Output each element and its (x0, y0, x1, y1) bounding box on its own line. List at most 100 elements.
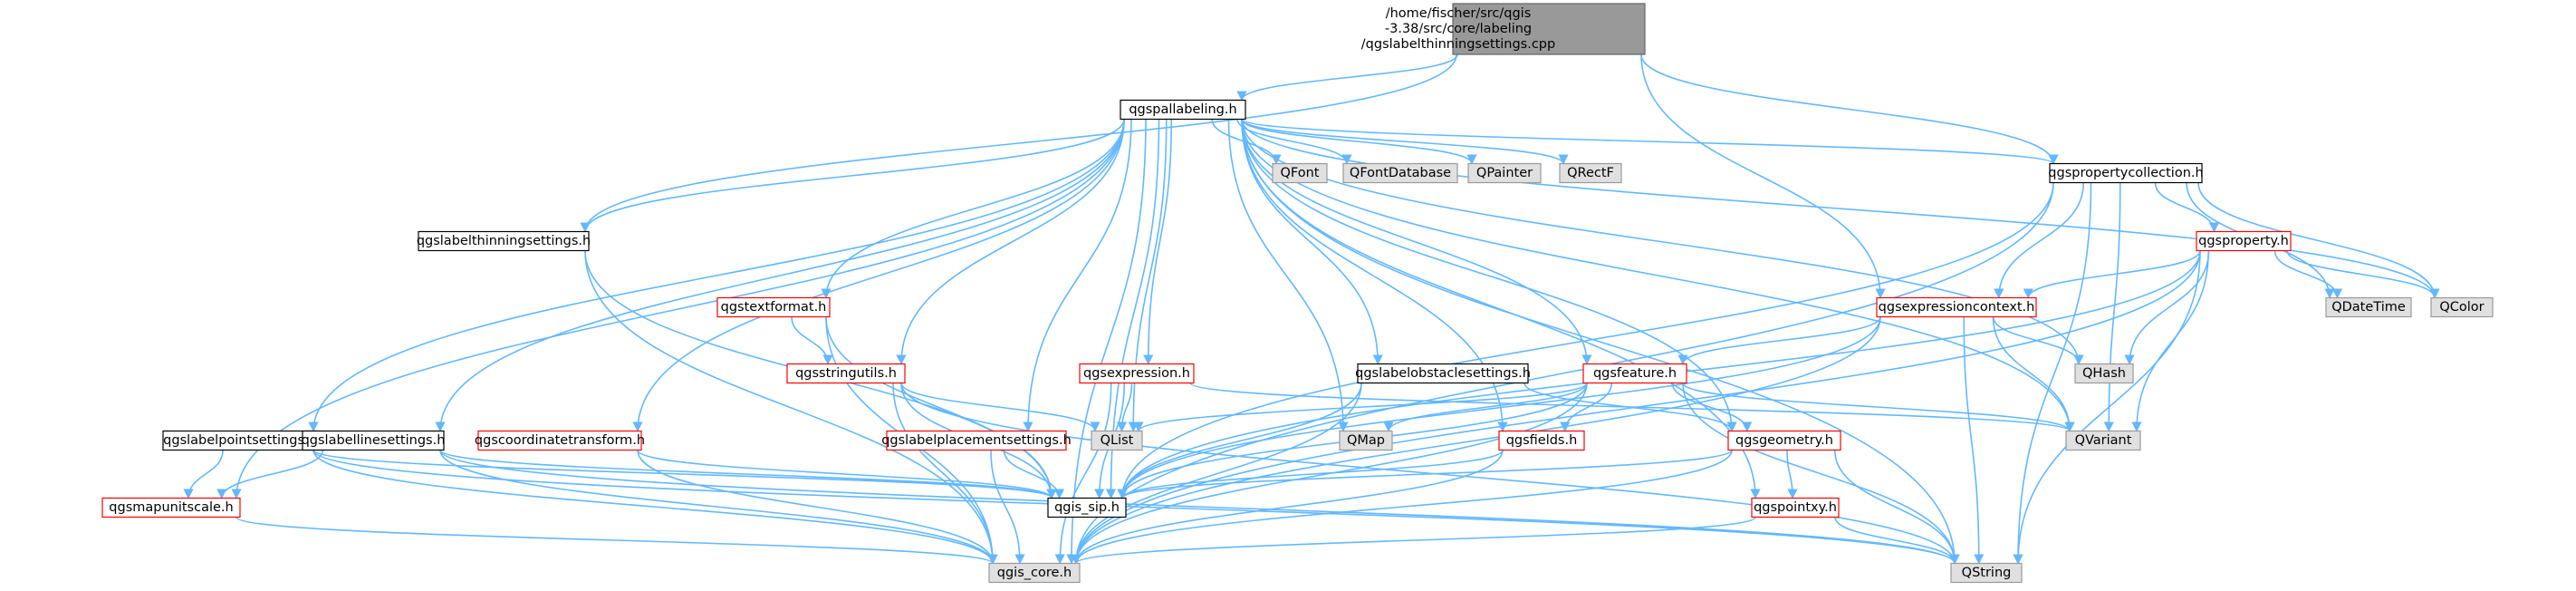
node-box-qgis_core (988, 562, 1081, 584)
node-box-qgslabelplacementsettings (886, 430, 1067, 451)
node-label-qgslabelthinningsettings: qgslabelthinningsettings.h (417, 234, 591, 248)
edge-root-to-qgspallabeling (1236, 53, 1458, 102)
edge-qgsstringutils-to-qgis_core (892, 383, 998, 565)
node-qgslabelobstaclesettings[interactable]: qgslabelobstaclesettings.h (1355, 363, 1531, 384)
node-QColor[interactable]: QColor (2430, 296, 2494, 318)
node-qgslabelplacementsettings[interactable]: qgslabelplacementsettings.h (881, 430, 1072, 451)
edge-qgspallabeling-to-qgscoordinatetransform (632, 119, 1125, 432)
node-box-qgsfields (1498, 430, 1585, 451)
edge-qgsgeometry-to-qgspointxy (1786, 450, 1798, 499)
node-qgsproperty[interactable]: qgsproperty.h (2196, 230, 2292, 252)
node-qgis_core[interactable]: qgis_core.h (988, 562, 1081, 584)
edge-qgslabelpointsettings-to-qgis_core (312, 450, 998, 565)
node-label-qgscoordinatetransform: qgscoordinatetransform.h (475, 433, 645, 448)
edge-qgsproperty-to-QColor (2286, 250, 2440, 299)
edge-qgspallabeling-to-qgslabelobstaclesettings (1241, 119, 1383, 365)
edge-qgsproperty-to-QString (2013, 250, 2201, 565)
node-QPainter[interactable]: QPainter (1467, 162, 1542, 184)
edge-qgsfeature-to-QString (1682, 383, 1960, 565)
node-box-qgsstringutils (786, 363, 906, 384)
edge-qgslabelplacementsettings-to-qgis_sip (1003, 450, 1065, 499)
node-qgscoordinatetransform[interactable]: qgscoordinatetransform.h (475, 430, 645, 451)
node-label-qgspropertycollection: qgspropertycollection.h (2048, 166, 2203, 180)
node-label-qgslabelobstaclesettings: qgslabelobstaclesettings.h (1355, 366, 1531, 381)
edge-qgspallabeling-to-qgsexpression (1143, 119, 1173, 365)
edge-qgspointxy-to-qgis_core (1071, 516, 1756, 565)
node-qgsgeometry[interactable]: qgsgeometry.h (1727, 430, 1841, 451)
nodes-layer: /home/fischer/src/qgis-3.38/src/core/lab… (101, 3, 2494, 584)
edge-qgsfeature-to-QVariant (1682, 383, 2075, 432)
node-qgslabellinesettings[interactable]: qgslabellinesettings.h (302, 430, 446, 451)
node-label-qgsfields: qgsfields.h (1506, 433, 1578, 448)
node-QVariant[interactable]: QVariant (2065, 430, 2141, 451)
edge-root-to-qgsexpressioncontext (1640, 53, 1886, 299)
node-box-qgsmapunitscale (101, 497, 241, 518)
node-box-QFont (1272, 162, 1328, 184)
node-label-qgsstringutils: qgsstringutils.h (795, 366, 897, 381)
node-qgstextformat[interactable]: qgstextformat.h (716, 296, 831, 318)
node-qgsfields[interactable]: qgsfields.h (1498, 430, 1585, 451)
node-QList[interactable]: QList (1091, 430, 1143, 451)
node-qgspallabeling[interactable]: qgspallabeling.h (1120, 99, 1246, 121)
edge-qgspallabeling-to-qgslabelthinningsettings (580, 119, 1125, 233)
edge-qgsexpression-to-qgis_core (1054, 383, 1112, 565)
edge-qgsgeometry-to-qgis_sip (1117, 449, 1733, 499)
node-root[interactable]: /home/fischer/src/qgis-3.38/src/core/lab… (1361, 3, 1646, 55)
edge-qgspallabeling-to-qgspropertycollection (1241, 118, 2059, 165)
node-box-QColor (2430, 296, 2494, 318)
node-qgspropertycollection[interactable]: qgspropertycollection.h (2048, 162, 2204, 184)
node-label-qgslabelpointsettings: qgslabelpointsettings.h (163, 433, 317, 448)
node-box-QFontDatabase (1342, 162, 1458, 184)
node-qgsstringutils[interactable]: qgsstringutils.h (786, 363, 906, 384)
edge-qgsexpressioncontext-to-qgis_sip (1117, 316, 1881, 499)
edge-qgsgeometry-to-QString (1833, 450, 1960, 565)
node-qgsexpressioncontext[interactable]: qgsexpressioncontext.h (1876, 296, 2037, 318)
node-label-qgslabelplacementsettings: qgslabelplacementsettings.h (881, 433, 1072, 448)
edge-qgscoordinatetransform-to-qgis_sip (637, 449, 1057, 499)
node-label-qgsfeature: qgsfeature.h (1593, 366, 1677, 381)
edge-qgspointxy-to-QString (1834, 517, 1960, 565)
node-label-root: -3.38/src/core/labeling (1385, 22, 1532, 36)
node-label-qgstextformat: qgstextformat.h (721, 300, 827, 315)
edge-qgsexpression-to-QList (1116, 383, 1133, 432)
node-qgis_sip[interactable]: qgis_sip.h (1047, 497, 1127, 518)
node-label-QVariant: QVariant (2075, 433, 2132, 448)
edge-qgsgeometry-to-qgis_core (1071, 450, 1733, 565)
edge-qgsfields-to-qgis_core (1071, 450, 1504, 565)
edge-qgsproperty-to-QDateTime (2273, 250, 2343, 299)
node-label-root: /home/fischer/src/qgis (1386, 6, 1532, 21)
node-box-qgspallabeling (1120, 99, 1246, 121)
node-box-qgsfeature (1582, 363, 1687, 384)
node-qgspointxy[interactable]: qgspointxy.h (1751, 497, 1840, 518)
node-label-qgsgeometry: qgsgeometry.h (1735, 433, 1833, 448)
node-qgsmapunitscale[interactable]: qgsmapunitscale.h (101, 497, 241, 518)
node-QHash[interactable]: QHash (2074, 363, 2134, 384)
node-label-qgspointxy: qgspointxy.h (1754, 500, 1837, 515)
edge-qgslabellinesettings-to-qgis_sip (439, 449, 1057, 499)
node-qgslabelthinningsettings[interactable]: qgslabelthinningsettings.h (417, 230, 591, 252)
edge-qgslabelpointsettings-to-qgis_sip (312, 449, 1057, 499)
edge-qgspallabeling-to-qgstextformat (821, 119, 1125, 299)
node-QRectF[interactable]: QRectF (1559, 162, 1622, 184)
node-label-QColor: QColor (2439, 300, 2484, 315)
node-label-qgsexpressioncontext: qgsexpressioncontext.h (1879, 300, 2035, 315)
edge-qgsstringutils-to-QString (900, 383, 1960, 565)
edge-qgspallabeling-to-qgslabelpointsettings (308, 119, 1125, 432)
node-box-qgis_sip (1047, 497, 1127, 518)
node-QString[interactable]: QString (1950, 562, 2023, 584)
node-box-QVariant (2065, 430, 2141, 451)
node-QFont[interactable]: QFont (1272, 162, 1328, 184)
node-box-QRectF (1559, 162, 1622, 184)
node-qgslabelpointsettings[interactable]: qgslabelpointsettings.h (162, 430, 318, 451)
edge-qgslabelplacementsettings-to-qgis_core (990, 450, 1025, 565)
node-QDateTime[interactable]: QDateTime (2325, 296, 2412, 318)
node-QMap[interactable]: QMap (1339, 430, 1393, 451)
edge-root-to-qgspropertycollection (1640, 53, 2059, 165)
node-qgsfeature[interactable]: qgsfeature.h (1582, 363, 1687, 384)
node-box-root (1452, 3, 1646, 55)
edge-qgspallabeling-to-qgis_sip (1105, 119, 1160, 499)
node-label-QFontDatabase: QFontDatabase (1350, 166, 1451, 180)
node-qgsexpression[interactable]: qgsexpression.h (1079, 363, 1195, 384)
node-QFontDatabase[interactable]: QFontDatabase (1342, 162, 1458, 184)
